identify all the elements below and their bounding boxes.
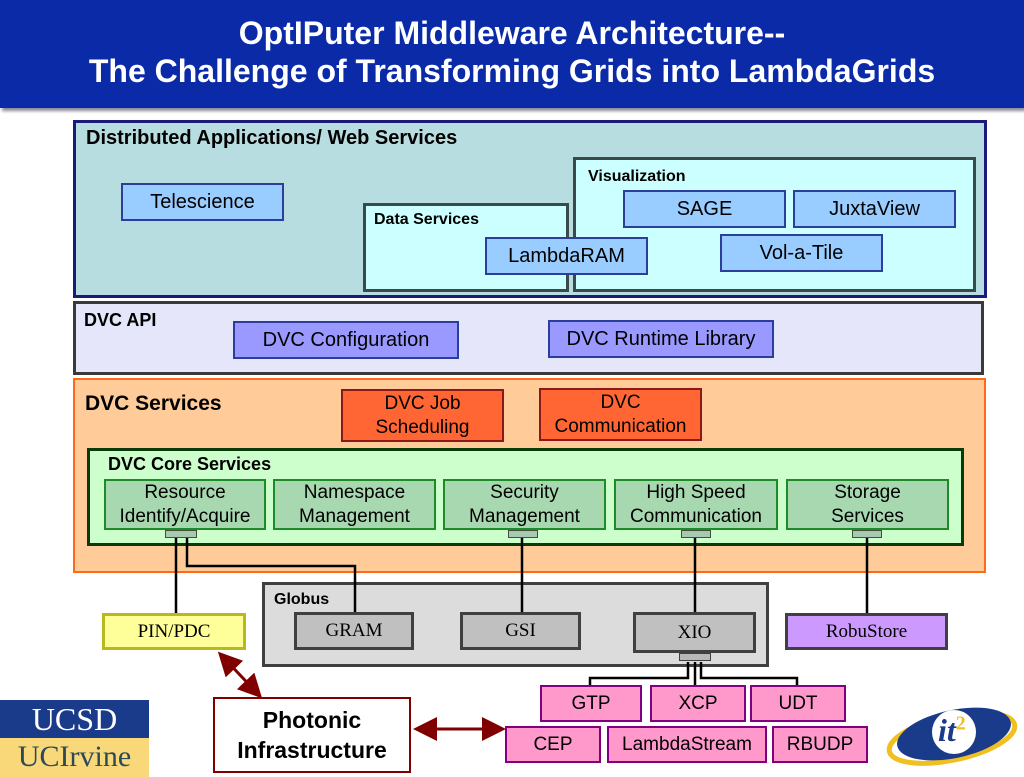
dvc-core-services-label: DVC Core Services bbox=[108, 454, 272, 474]
photonic-infrastructure-box[interactable]: Photonic Infrastructure bbox=[213, 697, 411, 773]
it2-logo: it2 bbox=[880, 690, 1020, 775]
dvc-communication-line2: Communication bbox=[554, 415, 687, 437]
dvc-runtime-library-box[interactable]: DVC Runtime Library bbox=[548, 320, 774, 358]
lambdastream-box[interactable]: LambdaStream bbox=[607, 726, 767, 763]
it2-logo-it: it bbox=[938, 712, 956, 748]
vol-a-tile-box[interactable]: Vol-a-Tile bbox=[720, 234, 883, 272]
dvc-configuration-box[interactable]: DVC Configuration bbox=[233, 321, 459, 359]
visualization-label: Visualization bbox=[588, 168, 686, 185]
namespace-management-box[interactable]: Namespace Management bbox=[273, 479, 436, 530]
juxtaview-box[interactable]: JuxtaView bbox=[793, 190, 956, 228]
distributed-apps-label: Distributed Applications/ Web Services bbox=[86, 127, 458, 149]
cep-box[interactable]: CEP bbox=[505, 726, 601, 763]
storage-port bbox=[852, 530, 882, 538]
dvc-job-scheduling-line2: Scheduling bbox=[375, 416, 470, 438]
xcp-box[interactable]: XCP bbox=[650, 685, 746, 722]
high-speed-line1: High Speed bbox=[646, 481, 746, 503]
ucsd-logo: UCSD bbox=[0, 700, 149, 738]
title-line-2: The Challenge of Transforming Grids into… bbox=[88, 53, 936, 89]
xio-to-gtp-line bbox=[588, 662, 690, 685]
it2-logo-graphic bbox=[886, 707, 1018, 766]
namespace-line1: Namespace bbox=[303, 481, 406, 503]
security-management-box[interactable]: Security Management bbox=[443, 479, 606, 530]
resource-line1: Resource bbox=[144, 481, 226, 503]
storage-line1: Storage bbox=[834, 481, 901, 503]
sage-box[interactable]: SAGE bbox=[623, 190, 786, 228]
storage-line2: Services bbox=[831, 505, 904, 527]
security-line2: Management bbox=[469, 505, 580, 527]
udt-box[interactable]: UDT bbox=[750, 685, 846, 722]
dvc-job-scheduling-box[interactable]: DVC Job Scheduling bbox=[341, 389, 504, 442]
security-line1: Security bbox=[490, 481, 559, 503]
pin-pdc-box[interactable]: PIN/PDC bbox=[102, 613, 246, 650]
lambdaram-box[interactable]: LambdaRAM bbox=[485, 237, 648, 275]
photonic-line2: Infrastructure bbox=[237, 737, 387, 763]
it2-logo-text: it2 bbox=[938, 712, 966, 749]
dvc-communication-line1: DVC bbox=[600, 391, 641, 413]
security-port bbox=[508, 530, 538, 538]
robustore-box[interactable]: RobuStore bbox=[785, 613, 948, 650]
globus-label: Globus bbox=[274, 591, 330, 608]
storage-services-box[interactable]: Storage Services bbox=[786, 479, 949, 530]
telescience-box[interactable]: Telescience bbox=[121, 183, 284, 221]
xio-to-udt-line bbox=[699, 662, 799, 685]
resource-line2: Identify/Acquire bbox=[119, 505, 251, 527]
dvc-api-panel: DVC API bbox=[73, 301, 984, 375]
resource-identify-acquire-box[interactable]: Resource Identify/Acquire bbox=[104, 479, 266, 530]
xio-port bbox=[679, 653, 711, 661]
namespace-line2: Management bbox=[299, 505, 410, 527]
it2-logo-sup: 2 bbox=[955, 712, 966, 735]
resource-to-gram-line bbox=[185, 538, 357, 612]
resource-port bbox=[165, 530, 197, 538]
xio-box[interactable]: XIO bbox=[633, 612, 756, 653]
uci-logo: UCIrvine bbox=[0, 738, 149, 777]
uci-logo-text: UCIrvine bbox=[17, 740, 132, 773]
gsi-box[interactable]: GSI bbox=[460, 612, 581, 650]
title-line-1: OptIPuter Middleware Architecture-- bbox=[238, 15, 786, 51]
photonic-to-pin-arrow bbox=[217, 651, 263, 699]
rbudp-box[interactable]: RBUDP bbox=[772, 726, 868, 763]
dvc-communication-box[interactable]: DVC Communication bbox=[539, 388, 702, 441]
high-speed-port bbox=[681, 530, 711, 538]
high-speed-line2: Communication bbox=[630, 505, 762, 527]
dvc-services-label: DVC Services bbox=[85, 392, 222, 415]
dvc-job-scheduling-line1: DVC Job bbox=[384, 392, 461, 414]
slide-title: OptIPuter Middleware Architecture-- The … bbox=[0, 0, 1024, 108]
ucsd-logo-text: UCSD bbox=[31, 701, 118, 737]
gtp-box[interactable]: GTP bbox=[540, 685, 642, 722]
gram-box[interactable]: GRAM bbox=[294, 612, 414, 650]
dvc-api-label: DVC API bbox=[84, 310, 157, 330]
high-speed-communication-box[interactable]: High Speed Communication bbox=[614, 479, 778, 530]
data-services-label: Data Services bbox=[374, 211, 479, 228]
photonic-line1: Photonic bbox=[262, 707, 362, 733]
